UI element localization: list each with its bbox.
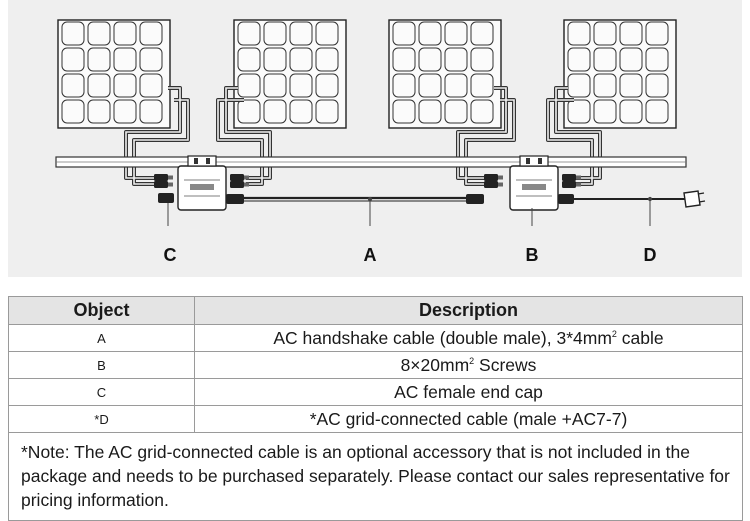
description-text: 8×20mm — [400, 354, 470, 375]
solar-panel-3 — [388, 19, 502, 129]
installation-diagram: C A B D — [8, 0, 742, 277]
superscript: 2 — [469, 355, 475, 366]
solar-panel-2 — [233, 19, 347, 129]
ac-handshake-cable — [226, 194, 484, 204]
note-text: *Note: The AC grid-connected cable is an… — [8, 432, 743, 521]
superscript: 2 — [611, 328, 617, 339]
description-text: AC female end cap — [394, 381, 543, 402]
description-suffix: cable — [616, 327, 664, 348]
table-row: B 8×20mm2 Screws — [8, 351, 743, 379]
description-cell: 8×20mm2 Screws — [194, 351, 743, 379]
note-row: *Note: The AC grid-connected cable is an… — [8, 432, 743, 521]
table-row: *D *AC grid-connected cable (male +AC7-7… — [8, 405, 743, 433]
solar-panel-1 — [57, 19, 171, 129]
ac-end-cap — [158, 193, 174, 226]
object-cell: C — [8, 378, 195, 406]
leader-lines — [367, 196, 653, 226]
callout-c: C — [164, 245, 177, 265]
table-row: C AC female end cap — [8, 378, 743, 406]
description-cell: AC female end cap — [194, 378, 743, 406]
accessory-table: Object Description A AC handshake cable … — [8, 296, 743, 521]
mounting-rail — [55, 156, 687, 168]
callout-b: B — [526, 245, 539, 265]
description-text: AC handshake cable (double male), 3*4mm — [273, 327, 612, 348]
description-text: *AC grid-connected cable (male +AC7-7) — [309, 408, 628, 429]
description-cell: AC handshake cable (double male), 3*4mm2… — [194, 324, 743, 352]
object-cell: A — [8, 324, 195, 352]
callout-d: D — [644, 245, 657, 265]
installation-drawing: C A B D — [8, 0, 742, 265]
object-cell: B — [8, 351, 195, 379]
ac-grid-cable — [558, 190, 706, 208]
solar-panel-4 — [563, 19, 677, 129]
table-row: A AC handshake cable (double male), 3*4m… — [8, 324, 743, 352]
object-cell: *D — [8, 405, 195, 433]
description-suffix: Screws — [474, 354, 537, 375]
description-column-header: Description — [194, 296, 743, 325]
table-header-row: Object Description — [8, 296, 743, 325]
description-cell: *AC grid-connected cable (male +AC7-7) — [194, 405, 743, 433]
object-column-header: Object — [8, 296, 195, 325]
callout-a: A — [364, 245, 377, 265]
